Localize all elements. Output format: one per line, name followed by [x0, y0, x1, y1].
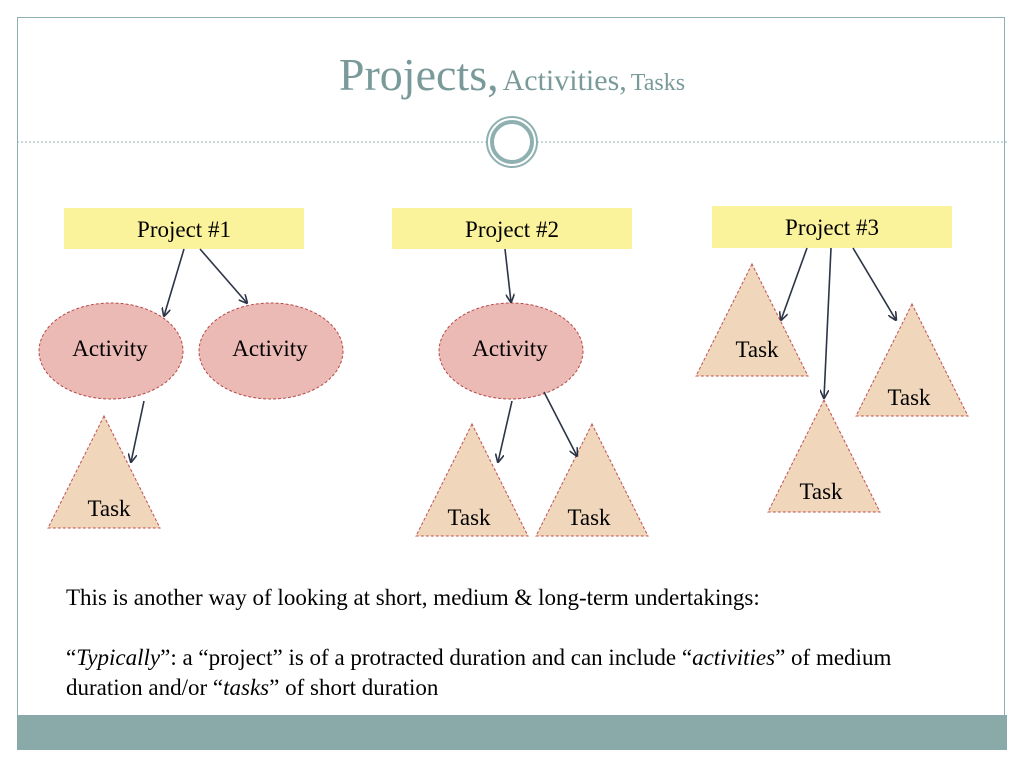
task-2a-triangle: [415, 422, 529, 537]
title-divider: [17, 116, 1007, 168]
arrow-activity-2-task-2b: [543, 391, 577, 456]
activity-1a-ellipse: [38, 302, 184, 400]
arrow-p2-activity-2: [504, 248, 511, 302]
activity-1a-node: Activity: [38, 302, 184, 400]
title-tasks: Tasks: [630, 70, 686, 96]
caption-paragraph-2: “Typically”: a “project” is of a protrac…: [66, 643, 966, 703]
arrow-activity-2-task-2a: [498, 400, 513, 462]
caption-text-a: ”: a “project” is of a protracted durati…: [160, 645, 693, 670]
task-3c-node: Task: [767, 398, 881, 513]
activity-1a-label: Activity: [72, 336, 148, 361]
task-3c-label: Task: [799, 479, 843, 504]
project-1-box: [64, 208, 304, 249]
caption-text-c: ” of short duration: [269, 675, 439, 700]
task-3b-node: Task: [855, 302, 969, 417]
title-projects: Projects,: [338, 49, 499, 100]
project-3-label: Project #3: [785, 215, 879, 240]
project-2-node: Project #2: [392, 208, 632, 249]
hierarchy-diagram: Project #1 Project #2 Project #3 Activit…: [38, 206, 969, 537]
task-1-triangle: [47, 414, 161, 529]
activity-2-node: Activity: [438, 302, 584, 400]
arrow-activity-1a-task-1: [131, 400, 145, 462]
activity-1b-label: Activity: [232, 336, 308, 361]
arrow-p1-activity-1b: [199, 248, 247, 303]
slide-title: Projects, Activities, Tasks: [0, 52, 1024, 98]
task-1-label: Task: [87, 496, 131, 521]
arrow-p3-task-3a: [781, 247, 808, 320]
footer-band: [17, 715, 1007, 750]
task-3a-node: Task: [695, 262, 809, 377]
caption-text-b: ” of medium duration and/or “: [66, 645, 892, 700]
task-3c-triangle: [767, 398, 881, 513]
project-2-box: [392, 208, 632, 249]
task-2b-triangle: [535, 422, 649, 537]
task-2a-label: Task: [447, 505, 491, 530]
project-3-node: Project #3: [712, 206, 952, 248]
project-3-box: [712, 206, 952, 248]
task-3b-triangle: [855, 302, 969, 417]
task-2a-node: Task: [415, 422, 529, 537]
arrow-p3-task-3c: [824, 247, 832, 398]
slide-caption: This is another way of looking at short,…: [66, 583, 966, 703]
divider-circle-inner: [490, 120, 534, 164]
caption-line-1: This is another way of looking at short,…: [66, 585, 760, 610]
activity-1b-node: Activity: [198, 302, 344, 400]
arrow-p1-activity-1a: [164, 248, 185, 316]
caption-typically: Typically: [76, 645, 161, 670]
task-3a-label: Task: [735, 337, 779, 362]
title-activities: Activities,: [502, 64, 627, 97]
caption-quote-open: “: [66, 645, 77, 670]
project-2-label: Project #2: [465, 217, 559, 242]
task-3a-triangle: [695, 262, 809, 377]
task-2b-node: Task: [535, 422, 649, 537]
project-1-label: Project #1: [137, 217, 231, 242]
activity-2-label: Activity: [472, 336, 548, 361]
activity-1b-ellipse: [198, 302, 344, 400]
task-2b-label: Task: [567, 505, 611, 530]
caption-gap: [66, 613, 966, 643]
arrow-p3-task-3b: [852, 247, 896, 320]
task-1-node: Task: [47, 414, 161, 529]
project-1-node: Project #1: [64, 208, 304, 249]
caption-tasks: tasks: [223, 675, 270, 700]
task-3b-label: Task: [887, 385, 931, 410]
caption-activities: activities: [692, 645, 776, 670]
